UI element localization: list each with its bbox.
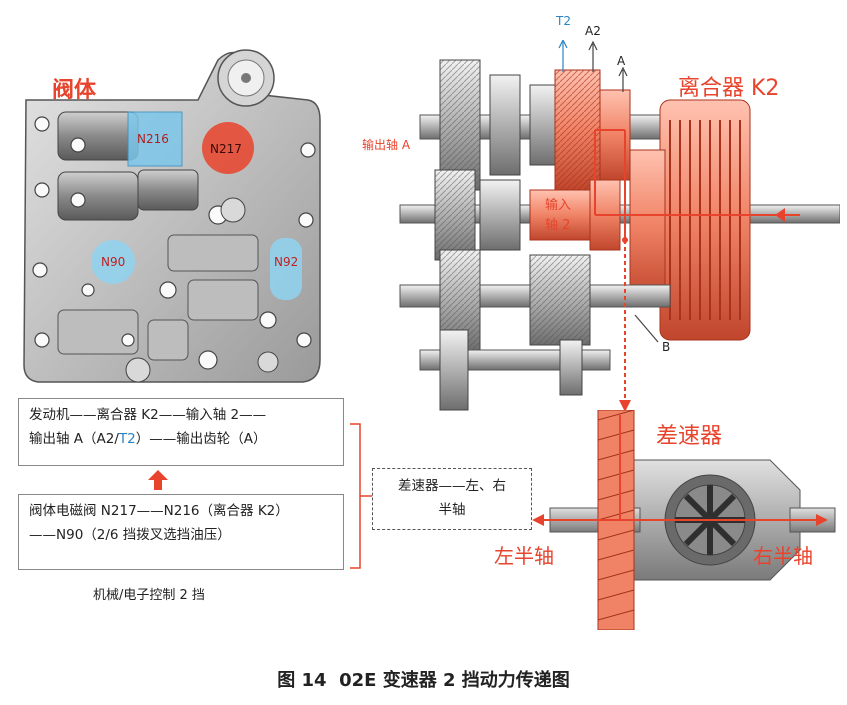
solenoid-n216-label: N216: [137, 132, 169, 146]
solenoid-path-box: 阀体电磁阀 N217——N216（离合器 K2） ——N90（2/6 挡拨叉选挡…: [18, 494, 344, 570]
differential-path-box: 差速器——左、右 半轴: [372, 468, 532, 530]
right-half-shaft-label: 右半轴: [753, 544, 813, 568]
marker-a: A: [617, 54, 626, 68]
differential-path-line-2: 半轴: [438, 502, 466, 518]
up-arrow-icon: [148, 470, 168, 490]
marker-t2: T2: [556, 14, 571, 28]
solenoid-n217-label: N217: [210, 142, 242, 156]
figure-caption: 图 14 02E 变速器 2 挡动力传递图: [277, 670, 570, 691]
power-path-box: 发动机——离合器 K2——输入轴 2—— 输出轴 A（A2/T2）——输出齿轮（…: [18, 398, 344, 466]
solenoid-path-line-1: 阀体电磁阀 N217——N216（离合器 K2）: [29, 503, 289, 519]
differential-figure: [520, 409, 840, 631]
power-path-line-2: 输出轴 A（A2/T2）——输出齿轮（A）: [29, 427, 333, 451]
control-label: 机械/电子控制 2 挡: [93, 588, 205, 603]
input-shaft-2-label-2: 轴 2: [545, 218, 571, 233]
differential-title: 差速器: [656, 424, 723, 449]
bracket-connector: [350, 423, 374, 569]
clutch-k2-label: 离合器 K2: [678, 76, 780, 101]
marker-a2: A2: [585, 24, 601, 38]
gearbox-drawing: [399, 38, 841, 412]
power-path-line-2a: 输出轴 A（A2/: [29, 431, 119, 447]
left-half-shaft-label: 左半轴: [494, 544, 554, 568]
output-shaft-a-label: 输出轴 A: [362, 138, 411, 152]
differential-path-line-1: 差速器——左、右: [398, 478, 506, 494]
valve-body-drawing: [23, 49, 321, 383]
input-shaft-2-label-1: 输入: [545, 198, 572, 213]
valve-body-title: 阀体: [52, 78, 97, 103]
valve-body-figure: [18, 40, 330, 392]
gearbox-figure: [380, 38, 841, 420]
solenoid-n90-label: N90: [101, 255, 126, 269]
power-path-line-2b: ）——输出齿轮（A）: [135, 431, 267, 447]
power-path-line-1: 发动机——离合器 K2——输入轴 2——: [29, 407, 267, 423]
solenoid-n92-label: N92: [274, 255, 299, 269]
solenoid-path-line-2: ——N90（2/6 挡拨叉选挡油压）: [29, 527, 231, 543]
differential-drawing: [532, 409, 836, 631]
power-path-t2: T2: [118, 431, 136, 447]
marker-b: B: [662, 340, 671, 354]
